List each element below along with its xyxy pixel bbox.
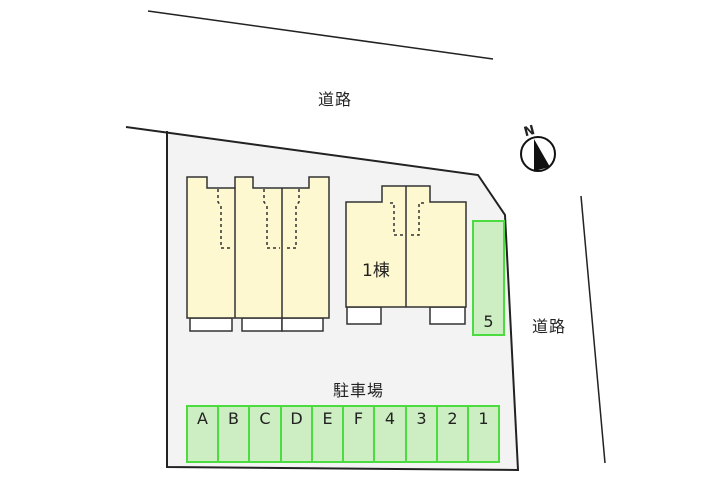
building-label: 1棟 (362, 261, 390, 281)
road-edge-east (580, 195, 606, 464)
road-edge-north (147, 10, 494, 60)
road-label-east: 道路 (532, 317, 567, 336)
building-left (186, 176, 330, 332)
parking-label: 駐車場 (333, 381, 385, 400)
lot-boundary (125, 126, 520, 472)
parking-slot-5-label: 5 (483, 312, 494, 331)
parking-slot-label: 4 (384, 409, 396, 428)
parking-slot-label: F (353, 409, 364, 428)
north-arrow-icon (520, 136, 556, 172)
parking-slot-label: B (228, 409, 239, 428)
parking-slot-label: A (197, 409, 208, 428)
parking-slot-5 (472, 220, 505, 336)
road-label-north: 道路 (318, 90, 353, 109)
parking-slot-label: D (290, 409, 303, 428)
parking-row (186, 405, 500, 463)
parking-slot-label: C (259, 409, 271, 428)
parking-slot-label: 3 (416, 409, 427, 428)
building-1 (345, 185, 467, 325)
parking-slot-label: E (322, 409, 333, 428)
parking-slot-label: 2 (447, 409, 458, 428)
parking-slot-label: 1 (478, 409, 489, 428)
